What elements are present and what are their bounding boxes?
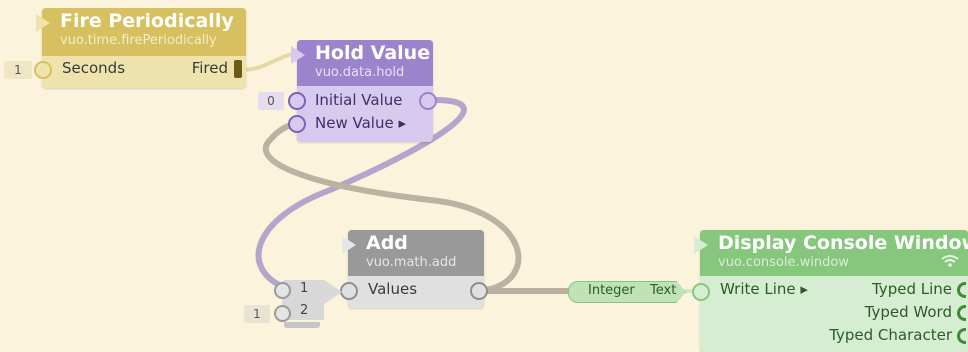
initial-value-input-port[interactable]: [288, 92, 306, 110]
refresh-port-icon[interactable]: [36, 14, 50, 32]
node-class-name: vuo.math.add: [366, 255, 457, 270]
refresh-port-icon[interactable]: [694, 236, 708, 254]
node-body: [297, 86, 433, 142]
port-label-new-value: New Value ▸: [315, 114, 406, 132]
node-title: Display Console Window: [718, 232, 968, 254]
cable-add-to-new-value[interactable]: [262, 120, 522, 293]
list-item-label-1: 1: [300, 281, 309, 296]
fired-output-port[interactable]: [234, 60, 242, 78]
type-converter-integer-to-text[interactable]: [568, 281, 686, 303]
node-title: Add: [366, 232, 408, 254]
port-label-seconds: Seconds: [62, 59, 126, 77]
node-display-console-window[interactable]: Display Console Window vuo.console.windo…: [694, 230, 968, 352]
node-body: [348, 276, 484, 308]
constant-list-item-2[interactable]: 1: [244, 305, 270, 323]
node-class-name: vuo.data.hold: [315, 65, 405, 80]
port-label-values: Values: [368, 280, 418, 298]
make-list-drawer-handle[interactable]: [284, 322, 320, 328]
node-class-name: vuo.time.firePeriodically: [60, 33, 217, 48]
node-header[interactable]: [297, 40, 433, 86]
node-body: [42, 56, 246, 88]
constant-initial-value[interactable]: 0: [258, 92, 284, 110]
list-item-2-port[interactable]: [274, 305, 291, 322]
typed-character-output-port[interactable]: [957, 328, 966, 344]
converter-input-label: Integer: [588, 283, 635, 298]
sum-output-port[interactable]: [470, 282, 488, 300]
node-title: Hold Value: [315, 42, 431, 64]
port-label-initial-value: Initial Value: [315, 91, 403, 109]
list-item-label-2: 2: [300, 303, 309, 318]
seconds-input-port[interactable]: [34, 61, 52, 79]
constant-seconds[interactable]: 1: [4, 61, 32, 79]
node-header[interactable]: [42, 8, 246, 56]
refresh-port-icon[interactable]: [342, 236, 356, 254]
node-fire-periodically[interactable]: Fire Periodically vuo.time.firePeriodica…: [36, 8, 246, 88]
port-label-typed-line: Typed Line: [871, 280, 952, 298]
refresh-port-icon[interactable]: [291, 46, 305, 64]
wifi-icon: [941, 255, 959, 267]
values-input-port[interactable]: [340, 282, 358, 300]
port-label-fired: Fired: [191, 59, 228, 77]
typed-line-output-port[interactable]: [957, 282, 966, 298]
converter-output-label: Text: [650, 283, 677, 298]
port-label-typed-word: Typed Word: [864, 303, 952, 321]
list-item-1-port[interactable]: [274, 282, 291, 299]
node-hold-value[interactable]: Hold Value vuo.data.hold Initial Value N…: [291, 40, 437, 142]
held-value-output-port[interactable]: [419, 92, 437, 110]
node-header[interactable]: [348, 230, 484, 276]
port-label-write-line: Write Line ▸: [720, 280, 808, 298]
node-header[interactable]: [700, 230, 968, 276]
typed-word-output-port[interactable]: [957, 305, 966, 321]
node-add[interactable]: Add vuo.math.add Values: [342, 230, 488, 308]
port-label-typed-character: Typed Character: [829, 326, 952, 344]
node-class-name: vuo.console.window: [718, 255, 849, 270]
node-body: [700, 276, 968, 352]
write-line-input-port[interactable]: [692, 283, 710, 301]
new-value-input-port[interactable]: [288, 115, 306, 133]
node-title: Fire Periodically: [60, 10, 234, 32]
